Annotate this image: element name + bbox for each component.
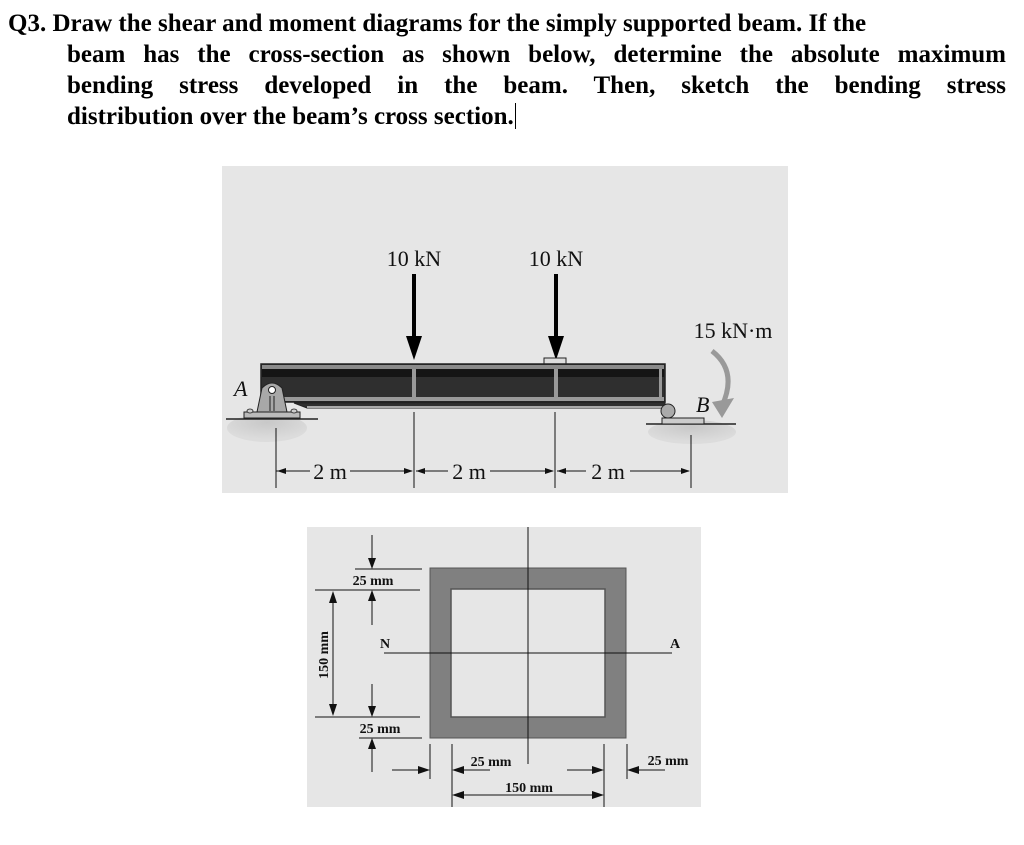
right-wall-label: 25 mm	[648, 754, 689, 769]
arrow-down-icon	[548, 336, 564, 360]
bottom-arrowheads	[418, 766, 639, 799]
support-a-label: A	[232, 376, 248, 401]
moment-label: 15 kN·m	[694, 318, 773, 343]
inner-width-label: 150 mm	[505, 781, 553, 796]
span-1-label: 2 m	[313, 459, 347, 484]
moment-15kNm: 15 kN·m	[694, 318, 773, 418]
load-arrow-1: 10 kN	[387, 246, 442, 360]
dimension-lines	[275, 412, 692, 488]
beam-figure: 10 kN 10 kN	[222, 166, 788, 493]
bottom-dimensions	[392, 744, 665, 807]
curved-arrow-icon	[712, 398, 734, 418]
neutral-axis-label-n: N	[380, 637, 390, 652]
left-wall-label: 25 mm	[471, 755, 512, 770]
cross-section-figure: N A 25 mm 25 mm 150 mm	[307, 527, 701, 807]
top-thickness-label: 25 mm	[353, 574, 394, 589]
question-line-2: beam has the cross-section as shown belo…	[67, 41, 1006, 68]
dimension-arrowheads	[277, 468, 690, 474]
load-arrow-2: 10 kN	[529, 246, 584, 365]
left-arrowheads	[329, 558, 376, 749]
support-b-label: B	[696, 392, 709, 417]
arrow-down-icon	[406, 336, 422, 360]
load-2-label: 10 kN	[529, 246, 584, 271]
beam	[260, 363, 666, 409]
question-text: Q3. Draw the shear and moment diagrams f…	[8, 8, 1006, 132]
left-dimensions	[315, 535, 422, 772]
text-cursor	[514, 103, 516, 129]
span-3-label: 2 m	[591, 459, 625, 484]
bottom-thickness-label: 25 mm	[360, 722, 401, 737]
question-line-3: bending stress developed in the beam. Th…	[67, 72, 1006, 99]
pin-support-a: A	[226, 376, 318, 442]
load-1-label: 10 kN	[387, 246, 442, 271]
neutral-axis-label-a: A	[670, 637, 681, 652]
question-line-4: distribution over the beam’s cross secti…	[8, 101, 1006, 132]
roller-support-b: B	[646, 392, 736, 444]
span-2-label: 2 m	[452, 459, 486, 484]
question-line-1: Q3. Draw the shear and moment diagrams f…	[8, 10, 867, 37]
question-line-4-text: distribution over the beam’s cross secti…	[67, 103, 514, 130]
inner-height-label: 150 mm	[317, 631, 332, 679]
